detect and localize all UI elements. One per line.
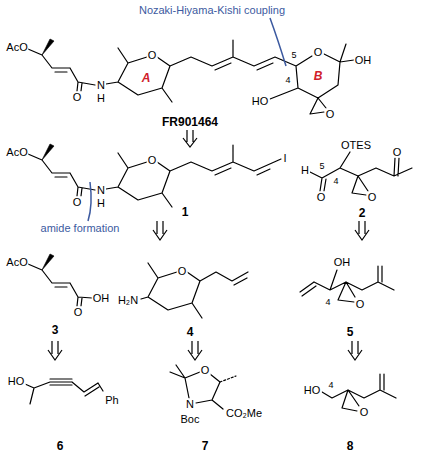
- bond-lines: [25, 379, 103, 404]
- atom-label: O: [392, 147, 403, 158]
- atom-label: OTES: [340, 140, 372, 151]
- retrosynthesis-arrow: [48, 341, 62, 360]
- compound-number: 5: [346, 326, 355, 338]
- compound-number: 1: [181, 206, 190, 218]
- leader-line: [88, 182, 91, 221]
- locant-number: 5: [318, 162, 325, 171]
- atom-label: AcO: [5, 42, 28, 53]
- atom-label: O: [367, 192, 378, 203]
- atom-label: N: [185, 399, 195, 410]
- bond-lines: [28, 145, 281, 207]
- atom-label: AcO: [5, 147, 28, 158]
- atom-label: H: [300, 165, 310, 176]
- wedge-bond: [42, 39, 54, 55]
- atom-label: O: [359, 407, 370, 418]
- wedge-bond: [42, 144, 54, 160]
- atom-label: O: [177, 266, 188, 277]
- atom-label: H: [96, 93, 106, 104]
- compound-number: 4: [186, 326, 195, 338]
- locant-number: 5: [290, 51, 297, 60]
- atom-label: I: [282, 153, 287, 164]
- annotation-text: amide formation: [40, 223, 121, 234]
- locant-number: 4: [324, 298, 331, 307]
- retrosynthesis-arrow: [188, 341, 202, 360]
- wedge-bond: [42, 254, 54, 270]
- bond-lines: [28, 264, 92, 306]
- ring-label: A: [141, 72, 152, 84]
- compound-number: FR901464: [161, 116, 219, 128]
- atom-label: OH: [92, 293, 111, 304]
- atom-label: O: [147, 155, 158, 166]
- atom-label: O: [147, 50, 158, 61]
- bond-lines: [141, 263, 248, 318]
- bond-lines: [28, 40, 354, 114]
- atom-label: O: [200, 365, 211, 376]
- compound-number: 6: [56, 440, 65, 452]
- bond-lines: [170, 365, 223, 409]
- retrosynthesis-arrow: [355, 221, 369, 240]
- ring-label: B: [313, 70, 324, 82]
- atom-label: O: [313, 47, 324, 58]
- bond-lines: [322, 374, 396, 411]
- atom-label: O: [72, 197, 83, 208]
- leader-line: [270, 18, 286, 66]
- compound-number: 8: [346, 440, 355, 452]
- atom-label: H₂N: [117, 295, 139, 306]
- atom-label: Ph: [104, 395, 119, 406]
- bond-lines: [310, 152, 412, 195]
- retrosynthesis-arrow: [348, 341, 362, 360]
- bond-lines: [300, 266, 394, 302]
- atom-label: O: [355, 299, 366, 310]
- atom-label: O: [325, 109, 336, 120]
- compound-number: 2: [358, 207, 367, 219]
- atom-label: N: [96, 185, 106, 196]
- atom-label: O: [316, 192, 327, 203]
- retrosynthesis-arrow: [183, 130, 197, 147]
- atom-label: OH: [354, 55, 373, 66]
- atom-label: AcO: [5, 257, 28, 268]
- locant-number: 4: [332, 177, 339, 186]
- hashed-bond: [220, 376, 236, 382]
- annotation-text: Nozaki-Hiyama-Kishi coupling: [138, 5, 286, 16]
- retrosynthesis-arrow: [153, 221, 167, 240]
- compound-number: 7: [201, 440, 210, 452]
- compound-number: 3: [51, 324, 60, 336]
- atom-label: H: [96, 198, 106, 209]
- atom-label: O: [73, 307, 84, 318]
- atom-label: HO: [251, 96, 270, 107]
- atom-label: O: [72, 92, 83, 103]
- atom-label: Boc: [180, 414, 201, 425]
- atom-label: OH: [333, 257, 352, 268]
- atom-label: CO₂Me: [225, 408, 263, 419]
- atom-label: HO: [303, 385, 322, 396]
- locant-number: 4: [327, 381, 334, 390]
- locant-number: 4: [284, 76, 291, 85]
- atom-label: HO: [7, 376, 26, 387]
- atom-label: N: [96, 80, 106, 91]
